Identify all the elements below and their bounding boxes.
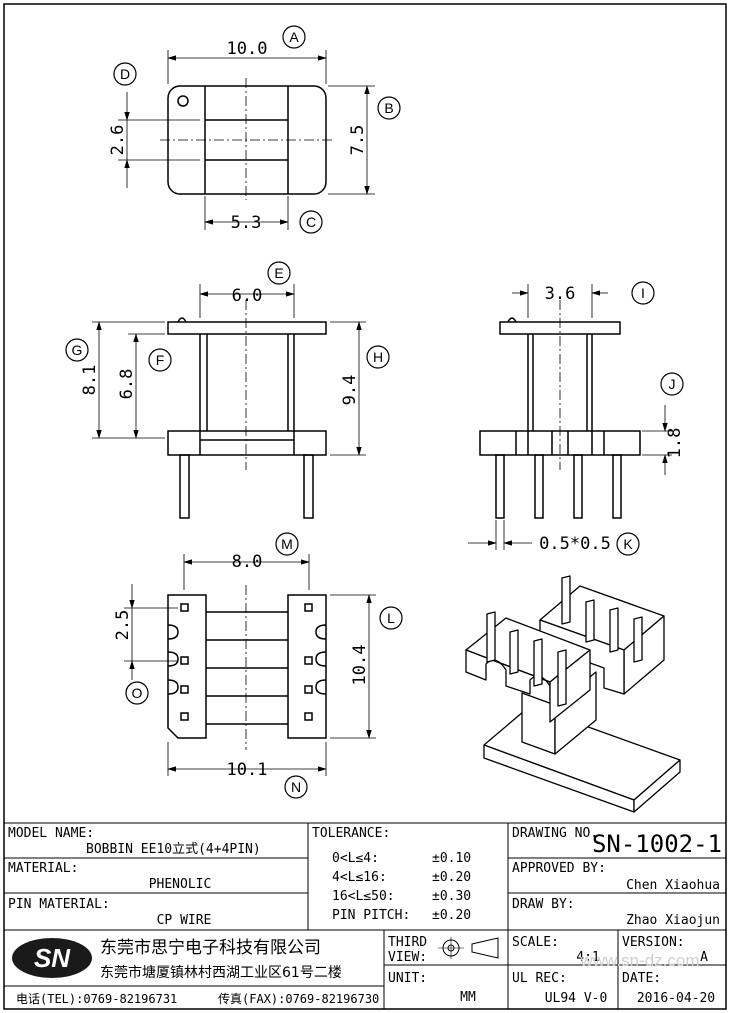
date-label: DATE: — [622, 971, 661, 986]
dim-bottom-pitch: 2.5 — [113, 610, 133, 641]
dim-side-width: 3.6 — [545, 284, 576, 304]
marker-n: N — [291, 779, 301, 795]
front-view — [167, 300, 327, 519]
marker-f: F — [156, 352, 165, 368]
material-value: PHENOLIC — [149, 877, 212, 892]
tolerance-value-3: ±0.30 — [432, 889, 471, 904]
top-view — [160, 78, 334, 200]
watermark: www.sn-dz.com — [579, 951, 699, 970]
tolerance-value-4: ±0.20 — [432, 908, 471, 923]
side-view-dims — [468, 284, 672, 550]
marker-k: K — [623, 536, 633, 552]
tolerance-range-4: PIN PITCH: — [332, 908, 410, 923]
company-name: 东莞市思宁电子科技有限公司 — [100, 938, 321, 958]
top-view-dims — [118, 50, 375, 230]
front-view-dims — [92, 284, 366, 456]
marker-h: H — [373, 349, 383, 365]
third-view-label-1: THIRD — [388, 935, 427, 950]
scale-value: 4:1 — [576, 950, 599, 965]
approved-by-label: APPROVED BY: — [512, 861, 606, 876]
side-view — [479, 300, 641, 519]
third-view-label-2: VIEW: — [388, 950, 427, 965]
marker-i: I — [641, 285, 645, 301]
unit-value: MM — [460, 990, 476, 1005]
tolerance-label: TOLERANCE: — [312, 826, 390, 841]
marker-l: L — [387, 610, 395, 626]
dim-side-flange: 1.8 — [665, 428, 685, 459]
model-name-value: BOBBIN EE10立式(4+4PIN) — [86, 842, 261, 857]
dim-pin-size: 0.5*0.5 — [539, 534, 611, 554]
company-address: 东莞市塘厦镇林村西湖工业区61号二楼 — [100, 964, 342, 981]
logo-text: SN — [34, 943, 71, 973]
approved-by-value: Chen Xiaohua — [626, 878, 720, 893]
sheet-border — [3, 3, 727, 1010]
dim-front-total: 8.1 — [80, 365, 100, 396]
draw-by-label: DRAW BY: — [512, 897, 575, 912]
drawing-no-value: SN-1002-1 — [592, 830, 722, 858]
draw-by-value: Zhao Xiaojun — [626, 913, 720, 928]
marker-g: G — [72, 342, 83, 358]
pin-material-value: CP WIRE — [157, 913, 212, 928]
company-logo: SN — [12, 938, 92, 978]
dim-top-width: 10.0 — [227, 39, 268, 59]
marker-m: M — [281, 536, 293, 552]
isometric-view — [465, 575, 681, 813]
ul-rec-label: UL REC: — [512, 971, 567, 986]
material-label: MATERIAL: — [8, 861, 78, 876]
dim-front-width: 6.0 — [232, 286, 263, 306]
dim-front-height: 9.4 — [340, 375, 360, 406]
dim-bottom-width: 10.1 — [227, 760, 268, 780]
dim-front-inner: 6.8 — [117, 369, 137, 400]
dim-bottom-length: 10.4 — [350, 645, 370, 686]
version-label: VERSION: — [622, 935, 685, 950]
bottom-view — [167, 585, 327, 750]
pin-material-label: PIN MATERIAL: — [8, 897, 110, 912]
markers — [65, 25, 684, 799]
bottom-view-dims — [124, 554, 376, 776]
tolerance-value-1: ±0.10 — [432, 851, 471, 866]
tolerance-range-3: 16<L≤50: — [332, 889, 395, 904]
tolerance-range-2: 4<L≤16: — [332, 870, 387, 885]
tolerance-range-1: 0<L≤4: — [332, 851, 379, 866]
date-value: 2016-04-20 — [637, 991, 715, 1006]
marker-a: A — [289, 29, 299, 45]
dim-top-height: 7.5 — [348, 125, 368, 156]
marker-j: J — [669, 376, 676, 392]
model-name-label: MODEL NAME: — [8, 826, 94, 841]
company-fax: 传真(FAX):0769-82196730 — [218, 991, 379, 1006]
tolerance-value-2: ±0.20 — [432, 870, 471, 885]
dim-top-slot: 2.6 — [108, 125, 128, 156]
dim-top-core: 5.3 — [231, 213, 262, 233]
marker-o: O — [132, 685, 143, 701]
company-tel: 电话(TEL):0769-82196731 — [16, 992, 177, 1006]
third-angle-projection-icon — [438, 937, 499, 959]
marker-e: E — [274, 265, 283, 281]
dim-bottom-inner: 8.0 — [232, 552, 263, 572]
scale-label: SCALE: — [512, 935, 559, 950]
unit-label: UNIT: — [388, 971, 427, 986]
version-value: A — [700, 950, 708, 965]
marker-d: D — [120, 66, 130, 82]
drawing-no-label: DRAWING NO. — [512, 826, 598, 841]
ul-rec-value: UL94 V-0 — [545, 991, 608, 1006]
marker-b: B — [384, 100, 393, 116]
marker-c: C — [306, 214, 316, 230]
title-block-grid — [4, 822, 726, 1009]
